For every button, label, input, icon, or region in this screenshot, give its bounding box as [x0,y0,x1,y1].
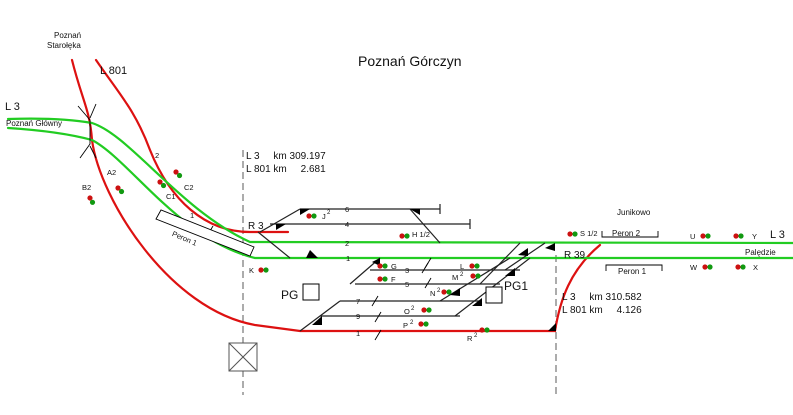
line801-label: L 801 [100,65,127,77]
svg-text:Peron 2: Peron 2 [612,229,641,238]
crossover [409,208,441,244]
signal-label: C2 [184,183,194,192]
signal-label: C1 [166,192,176,201]
signal-label: B2 [82,183,91,192]
signal-box-pg-label: PG [281,288,298,302]
signal-label: K [249,266,254,275]
left-line-number: L 3 [5,101,20,113]
crossover [259,208,301,233]
platform-peron1-left: Peron 1 [155,209,255,257]
origin-top-line2: Starołęka [47,41,81,50]
line801-track-2 [94,58,290,234]
signal-label: U [690,232,695,241]
track-number: 1 [190,211,194,220]
signal-box-pg1 [485,286,503,304]
marker-r3: R 3 [248,221,264,232]
platform-peron2: Peron 2 [601,229,659,238]
signal-label-sup: 2 [474,333,478,339]
crossover [257,231,291,259]
page-title: Poznań Górczyn [358,53,462,69]
signal-label: P [403,321,408,330]
track-number: 6 [345,205,349,214]
signal-label: F [391,275,396,284]
platform-peron1-right: Peron 1 [605,264,663,276]
right-line-number: L 3 [770,229,785,241]
signal-label-sup: 2 [411,306,415,312]
signal-label: A2 [107,168,116,177]
signal-label: L [460,262,464,271]
signal-label-sup: 2 [410,320,414,326]
origin-top-line1: Poznań [54,31,81,40]
signal-label: M [452,273,458,282]
track-number: 5 [405,280,409,289]
track-number: 7 [356,297,360,306]
track-number: 4 [345,220,349,229]
km-right-line2: L 801 km 4.126 [562,305,642,316]
marker-r39: R 39 [564,250,586,261]
line801-track-1 [70,58,602,333]
signal-label-sup: 2 [460,272,464,278]
right-station-name: Palędzie [745,248,776,257]
svg-text:Peron 1: Peron 1 [618,267,647,276]
track-number: 2 [155,151,159,160]
km-right-line1: L 3 km 310.582 [562,292,642,303]
signal-label: W [690,263,698,272]
line3-track-1 [6,126,793,260]
crossed-box [228,342,258,372]
signal-label: N [430,289,435,298]
signal-label-sup: 2 [327,210,331,216]
signal-label: O [404,307,410,316]
left-station-name: Poznań Główny [6,119,62,128]
track-number: 1 [346,254,350,263]
km-left-line1: L 3 km 309.197 [246,151,326,162]
station-boundary-marker [77,103,97,159]
signal-label: H 1/2 [412,230,430,239]
km-left-line2: L 801 km 2.681 [246,164,326,175]
switch-markers [276,209,556,331]
signals [87,169,746,333]
signal-label: J [322,212,326,221]
signal-label: Y [752,232,757,241]
signal-label: G [391,262,397,271]
junikowo-label: Junikowo [617,208,651,217]
signal-label-sup: 2 [437,288,441,294]
signal-label: S 1/2 [580,229,598,238]
signal-label: X [753,263,758,272]
track-number: 9 [356,312,360,321]
track-number: 3 [405,266,409,275]
line3-track-2 [6,117,793,245]
crossover [299,300,341,332]
signal-box-pg1-label: PG1 [504,279,528,293]
signal-box-pg [302,283,320,301]
signal-label: R [467,334,473,343]
crossover [479,242,521,285]
crossover [504,242,546,271]
track-number: 1 [356,329,360,338]
track-number: 2 [345,239,349,248]
